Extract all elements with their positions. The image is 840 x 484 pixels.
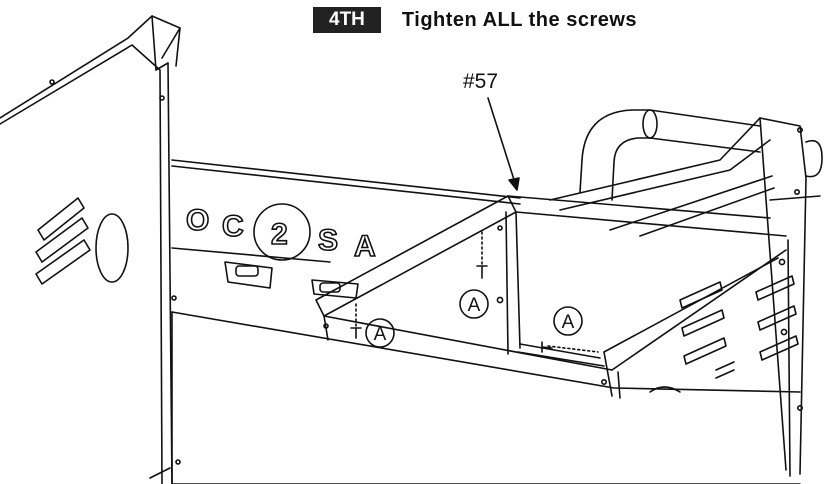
panel-letter-3: S xyxy=(318,224,338,257)
screw-marker-right xyxy=(553,306,583,336)
screw-marker-left-label: A xyxy=(374,324,387,345)
part-callout-leader xyxy=(487,97,520,191)
screw-marker-middle xyxy=(459,289,489,319)
rear-frame-and-pipe xyxy=(549,109,823,475)
screw-marker-middle-label: A xyxy=(468,295,481,316)
screw-marker-right-label: A xyxy=(562,312,575,333)
screw-marker-left xyxy=(365,318,395,348)
component-57-box xyxy=(315,195,791,477)
panel-letter-4: A xyxy=(354,230,376,263)
step-header: 4TH Tighten ALL the screws xyxy=(313,7,637,33)
step-badge: 4TH xyxy=(313,7,381,33)
left-cabinet-housing xyxy=(0,15,181,484)
panel-letter-1: C xyxy=(222,210,244,243)
panel-letter-2: 2 xyxy=(271,218,288,251)
screw-middle xyxy=(476,231,488,279)
step-instruction: Tighten ALL the screws xyxy=(401,8,638,31)
part-callout-label: #57 xyxy=(463,70,499,93)
screw-right xyxy=(541,341,599,353)
screw-left xyxy=(350,303,362,339)
panel-letter-0: O xyxy=(186,204,209,237)
lower-front-panel xyxy=(171,311,801,484)
